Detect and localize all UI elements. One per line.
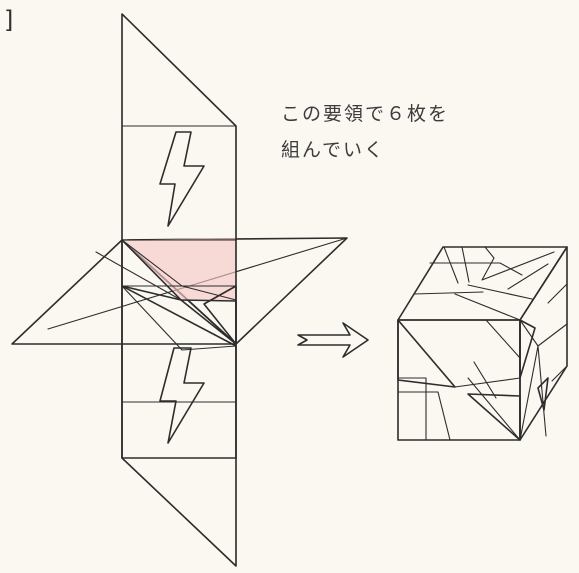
assembled-cube-illustration <box>398 247 567 440</box>
module-assembly-illustration <box>12 14 347 566</box>
horizontal-unit <box>12 238 347 344</box>
right-arrow-icon <box>298 323 368 357</box>
